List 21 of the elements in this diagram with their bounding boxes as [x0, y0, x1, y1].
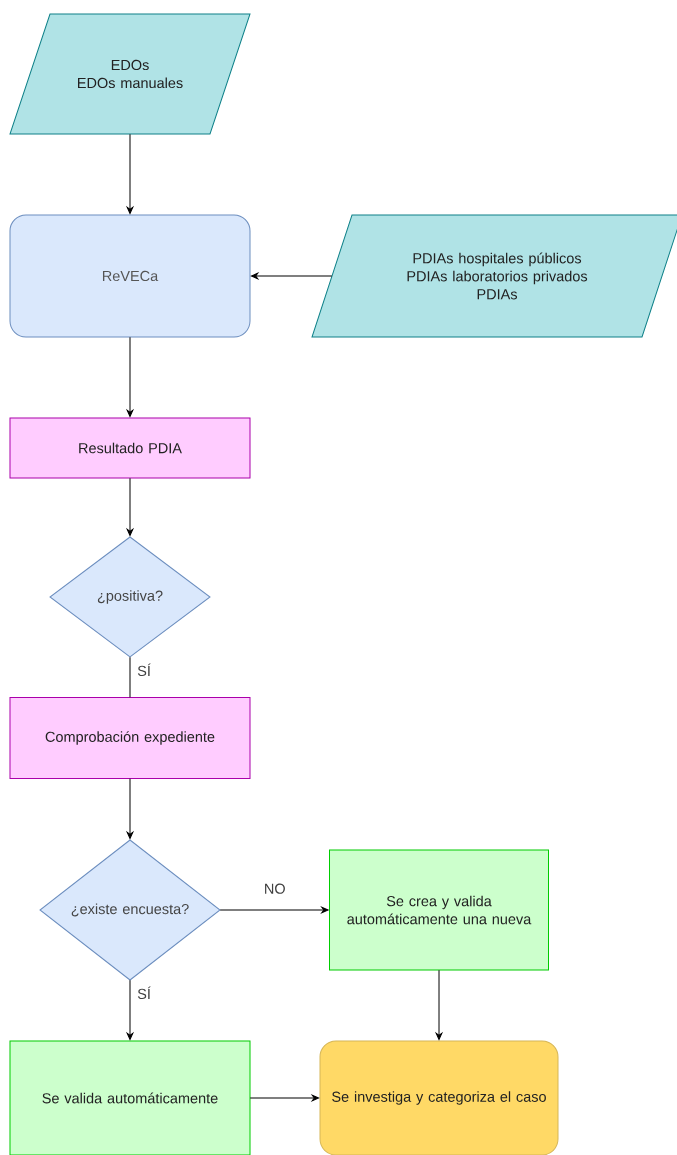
process-box: ReVECa — [9, 214, 251, 338]
arrow — [126, 778, 134, 840]
process-box: Se investiga y categoriza el caso — [319, 1040, 559, 1155]
arrow — [250, 272, 333, 280]
arrow — [249, 1094, 320, 1102]
arrow — [126, 979, 134, 1041]
edge-label: SÍ — [137, 986, 151, 1000]
input-parallelogram: EDOs EDOs manuales — [9, 13, 251, 135]
input-parallelogram: PDIAs hospitales públicos PDIAs laboratorios privados PDIAs — [311, 214, 677, 338]
arrow — [219, 906, 329, 914]
connector-line — [129, 656, 131, 698]
arrow — [126, 336, 134, 418]
arrow — [435, 969, 443, 1041]
process-box: Se crea y valida automáticamente una nueva — [329, 849, 549, 971]
process-box: Se valida automáticamente — [9, 1040, 251, 1155]
arrow — [126, 477, 134, 537]
arrow — [126, 133, 134, 215]
process-box: Resultado PDIA — [9, 417, 251, 479]
process-box: Comprobación expediente — [9, 697, 251, 779]
edge-label: NO — [265, 883, 285, 894]
edge-label: SÍ — [137, 663, 151, 677]
